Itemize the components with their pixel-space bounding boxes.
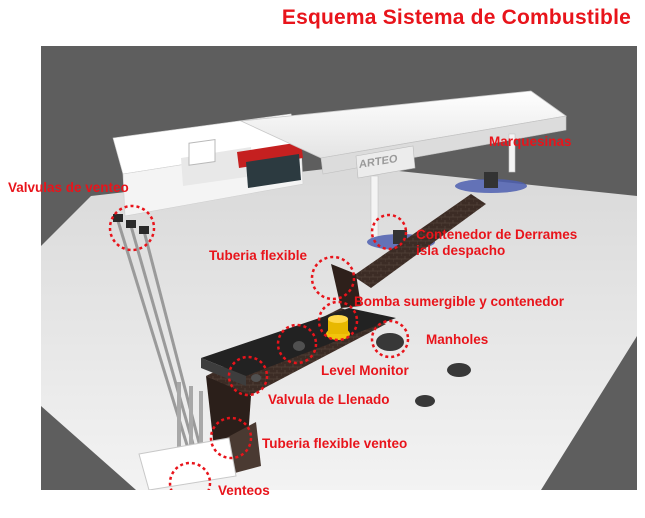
vent-valve-caps [113,214,149,234]
label-tuberia-flexible-venteo: Tuberia flexible venteo [262,436,408,451]
label-valvulas-venteo: Valvulas de venteo [8,180,129,195]
label-bomba-sumergible: Bomba sumergible y contenedor [354,294,565,309]
label-level-monitor: Level Monitor [321,363,409,378]
callout-circles [108,204,410,490]
label-marquesinas: Marquesinas [489,134,572,149]
label-tuberia-flexible: Tuberia flexible [209,248,308,263]
submersible-pump [326,315,350,340]
scene-drawing [41,90,637,490]
canopy [239,90,568,239]
station-building [112,113,304,217]
diagram-title: Esquema Sistema de Combustible [281,6,631,29]
label-contenedor-derrames: Contenedor de Derrames isla despacho [416,227,577,259]
label-venteos: Venteos [218,483,270,498]
fuel-system-illustration: ARTEO [41,46,637,490]
label-contenedor-derrames-line1: Contenedor de Derrames [416,227,578,242]
label-valvula-llenado: Valvula de Llenado [268,392,390,407]
label-contenedor-derrames-line2: isla despacho [416,243,506,258]
manholes [251,333,471,407]
label-manholes: Manholes [426,332,489,347]
